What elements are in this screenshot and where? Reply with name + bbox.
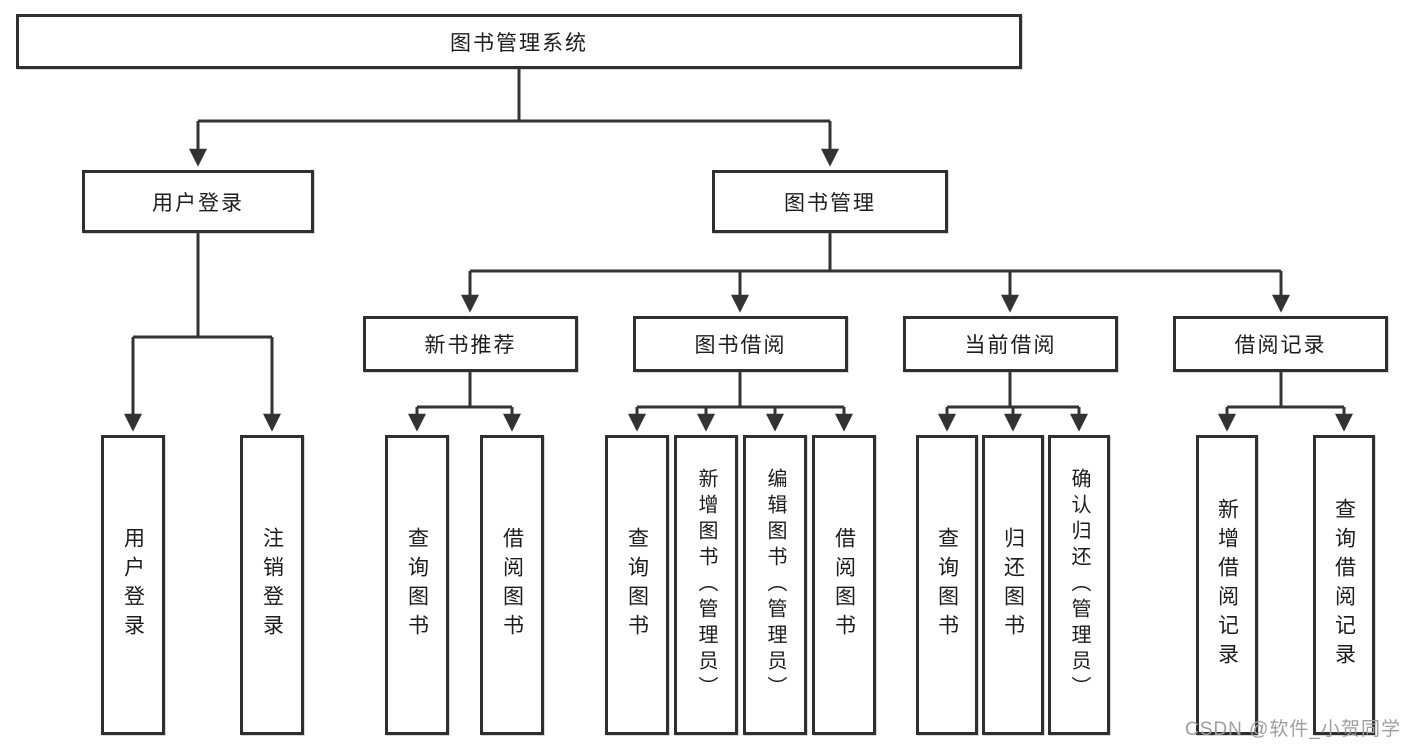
leaf-label: 查询借阅记录 [1332, 498, 1356, 672]
leaf-node-query-books-1: 查询图书 [385, 435, 449, 735]
group-node-label: 新书推荐 [424, 334, 517, 357]
leaf-node-borrow-books-1: 借阅图书 [480, 435, 544, 735]
branch-node-label: 用户登录 [152, 191, 244, 215]
leaf-label: 查询图书 [625, 527, 649, 643]
edge-borrow-records-rail [1227, 372, 1344, 409]
leaf-label: 查询图书 [405, 527, 429, 643]
leaf-node-query-books-3: 查询图书 [916, 435, 978, 735]
group-node-label: 当前借阅 [964, 334, 1057, 357]
root-node-label: 图书管理系统 [450, 31, 588, 55]
edge-book-mgmt-rail [470, 233, 1281, 273]
group-node-label: 图书借阅 [694, 334, 787, 357]
leaf-node-logout: 注销登录 [240, 435, 304, 735]
group-node-borrow-records: 借阅记录 [1173, 316, 1388, 372]
edge-book-borrow-rail [637, 372, 844, 409]
leaf-label: 借阅图书 [500, 527, 524, 643]
leaf-node-query-books-2: 查询图书 [605, 435, 669, 735]
branch-node-user-login: 用户登录 [82, 170, 314, 233]
leaf-node-borrow-books-2: 借阅图书 [812, 435, 876, 735]
edge-root-rail [198, 69, 830, 123]
leaf-node-query-borrow-record: 查询借阅记录 [1313, 435, 1375, 735]
group-node-book-borrow: 图书借阅 [633, 316, 848, 372]
leaf-node-user-login: 用户登录 [101, 435, 165, 735]
csdn-watermark: CSDN @软件_小贺同学 [1185, 719, 1401, 740]
leaf-node-confirm-return-admin: 确认归还（管理员） [1048, 435, 1110, 735]
leaf-node-return-books: 归还图书 [982, 435, 1044, 735]
edge-user-login-rail [133, 233, 272, 339]
leaf-label: 新增图书（管理员） [695, 468, 717, 702]
leaf-node-edit-books-admin: 编辑图书（管理员） [743, 435, 807, 735]
leaf-label: 归还图书 [1001, 527, 1025, 643]
root-node: 图书管理系统 [16, 14, 1022, 69]
leaf-label: 注销登录 [260, 527, 284, 643]
edge-current-borrow-rail [947, 372, 1079, 409]
group-node-current-borrow: 当前借阅 [903, 316, 1118, 372]
leaf-node-add-borrow-record: 新增借阅记录 [1196, 435, 1258, 735]
group-node-new-book-rec: 新书推荐 [363, 316, 578, 372]
edge-new-book-rec-rail [417, 372, 512, 409]
branch-node-label: 图书管理 [784, 191, 876, 215]
leaf-node-add-books-admin: 新增图书（管理员） [674, 435, 738, 735]
leaf-label: 用户登录 [121, 527, 145, 643]
branch-node-book-mgmt: 图书管理 [712, 170, 948, 233]
leaf-label: 查询图书 [935, 527, 959, 643]
group-node-label: 借阅记录 [1234, 334, 1327, 357]
leaf-label: 编辑图书（管理员） [764, 468, 786, 702]
leaf-label: 借阅图书 [832, 527, 856, 643]
leaf-label: 新增借阅记录 [1215, 498, 1239, 672]
leaf-label: 确认归还（管理员） [1068, 468, 1090, 702]
